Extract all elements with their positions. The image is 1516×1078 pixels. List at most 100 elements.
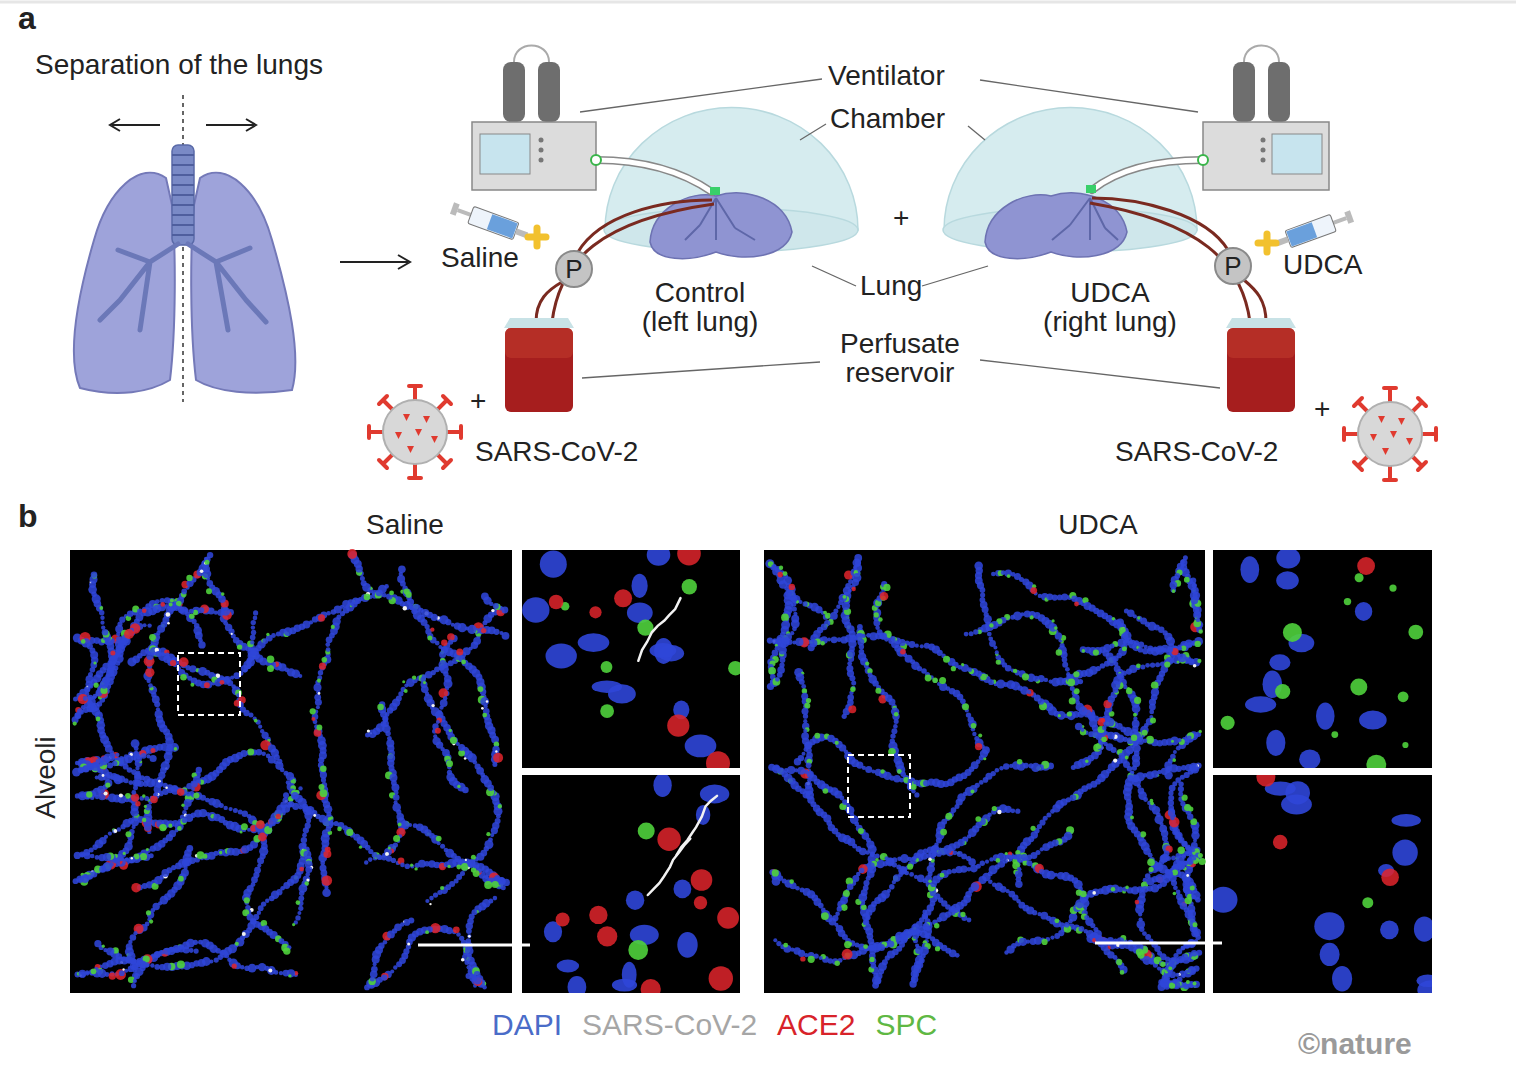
micrograph-mark — [495, 750, 497, 752]
micrograph-mark — [247, 749, 254, 756]
micrograph-mark — [691, 869, 713, 891]
micrograph-mark — [638, 823, 655, 840]
micrograph-mark — [298, 786, 302, 790]
micrograph-mark — [326, 647, 331, 652]
micrograph-mark — [706, 751, 730, 768]
micrograph-mark — [398, 565, 406, 573]
micrograph-mark — [440, 844, 445, 849]
micrograph-mark — [205, 560, 210, 565]
micrograph-mark — [193, 793, 199, 799]
micrograph-mark — [235, 938, 244, 947]
micrograph-mark — [135, 801, 140, 806]
part-label: Perfusate reservoir — [825, 329, 975, 388]
micrograph-mark — [266, 633, 269, 636]
micrograph-mark — [893, 724, 898, 729]
micrograph-mark — [148, 683, 153, 688]
micrograph-mark — [250, 640, 254, 644]
micrograph-mark — [435, 728, 441, 734]
micrograph-mark — [145, 668, 154, 677]
micrograph-mark — [612, 979, 637, 992]
micrograph-mark — [103, 676, 111, 684]
micrograph-ground — [70, 550, 512, 993]
micrograph-mark — [433, 893, 438, 898]
micrograph-mark — [164, 948, 171, 955]
micrograph-mark — [313, 814, 316, 817]
micrograph-mark — [168, 824, 172, 828]
micrograph-mark — [131, 739, 140, 748]
micrograph-mark — [402, 680, 405, 683]
micrograph-mark — [385, 852, 389, 856]
micrograph-mark — [95, 855, 100, 860]
micrograph-mark — [181, 804, 184, 807]
micrograph-mark — [150, 963, 154, 967]
micrograph-mark — [444, 848, 449, 853]
virus-label: SARS-CoV-2 — [1115, 437, 1278, 466]
zoom-box — [178, 653, 240, 715]
micrograph-mark — [133, 979, 137, 983]
micrograph-mark — [251, 876, 258, 883]
micrograph-mark — [244, 965, 250, 971]
micrograph-mark — [393, 794, 400, 801]
micrograph-panel: Saline — [70, 510, 740, 993]
micrograph-mark — [376, 854, 382, 860]
micrograph-mark — [258, 905, 264, 911]
micrograph-mark — [728, 661, 740, 676]
micrograph-mark — [360, 576, 365, 581]
micrograph-mark — [149, 920, 153, 924]
micrograph-mark — [253, 616, 258, 621]
micrograph-mark — [337, 827, 342, 832]
micrograph-mark — [364, 594, 371, 601]
micrograph-mark — [493, 896, 498, 901]
micrograph-mark — [125, 857, 129, 861]
micrograph-mark — [253, 610, 258, 615]
micrograph-mark — [170, 598, 174, 602]
micrograph-mark — [407, 942, 410, 945]
micrograph-mark — [172, 820, 179, 827]
micrograph-mark — [312, 714, 319, 721]
micrograph-mark — [406, 592, 412, 598]
micrograph-mark — [461, 958, 465, 962]
micrograph-mark — [131, 983, 136, 988]
micrograph-mark — [85, 970, 89, 974]
micrograph-mark — [189, 948, 194, 953]
micrograph-mark — [890, 733, 895, 738]
micrograph-mark — [460, 871, 465, 876]
micrograph-mark — [674, 880, 692, 899]
micrograph-mark — [597, 926, 617, 946]
micrograph-mark — [251, 630, 256, 635]
micrograph-mark — [106, 947, 114, 955]
micrograph-mark — [81, 639, 86, 644]
panel-letter: a — [18, 2, 36, 36]
micrograph-mark — [364, 860, 368, 864]
micrograph-mark — [242, 932, 246, 936]
micrograph-mark — [189, 665, 196, 672]
micrograph-mark — [482, 713, 487, 718]
micrograph-mark — [186, 575, 192, 581]
part-label: Lung — [860, 271, 922, 300]
micrograph-mark — [207, 580, 214, 587]
micrograph-mark — [177, 788, 185, 796]
micrograph-mark — [231, 633, 233, 635]
micrograph-mark — [178, 876, 184, 882]
plus-sign: + — [893, 203, 909, 232]
micrograph-mark — [403, 606, 407, 610]
micrograph-mark — [344, 827, 353, 836]
micrograph-mark — [486, 700, 489, 703]
micrograph-mark — [540, 551, 567, 578]
micrograph-mark — [141, 753, 147, 759]
micrograph-mark — [471, 855, 476, 860]
micrograph-mark — [346, 829, 353, 836]
micrograph-mark — [410, 864, 413, 867]
micrograph-mark — [267, 655, 275, 663]
micrograph-mark — [251, 620, 256, 625]
micrograph-mark — [198, 641, 205, 648]
micrograph-mark — [302, 833, 307, 838]
micrograph-mark — [467, 934, 471, 938]
micrograph-mark — [299, 867, 304, 872]
micrograph-mark — [601, 661, 613, 673]
micrograph-mark — [288, 974, 291, 977]
micrograph-mark — [1150, 801, 1154, 805]
micrograph-mark — [677, 932, 697, 958]
micrograph-mark — [296, 900, 301, 905]
micrograph-mark — [276, 814, 281, 819]
